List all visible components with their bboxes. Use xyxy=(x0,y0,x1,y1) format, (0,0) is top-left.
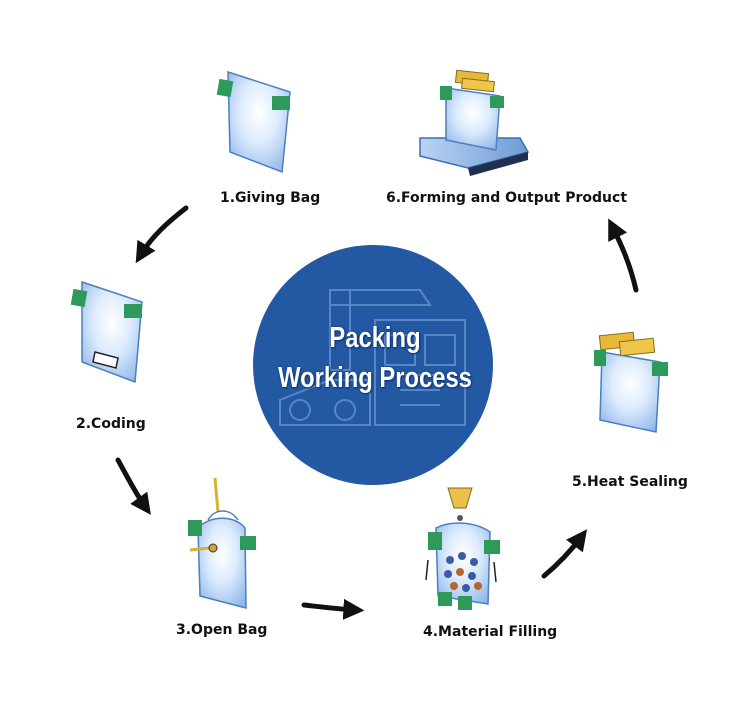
arrow-1-to-2 xyxy=(135,205,189,264)
center-circle xyxy=(253,245,493,485)
step-3-bag-icon xyxy=(188,477,256,609)
material-granules-icon xyxy=(444,552,482,592)
arrow-4-to-5 xyxy=(541,529,588,579)
arrow-2-to-3 xyxy=(115,457,151,515)
step-5-bag-icon xyxy=(594,331,668,433)
step-4-label: 4.Material Filling xyxy=(423,624,558,640)
arrow-3-to-4 xyxy=(301,598,365,620)
step-4-bag-icon xyxy=(425,487,500,610)
center-title-line1: Packing xyxy=(329,322,421,354)
step-2-label: 2.Coding xyxy=(76,416,146,432)
step-1-bag-icon xyxy=(216,70,291,174)
step-2-bag-icon xyxy=(70,280,143,384)
center-title-line2: Working Process xyxy=(278,362,472,394)
flow-arrows xyxy=(115,205,639,620)
step-6-label: 6.Forming and Output Product xyxy=(386,190,628,206)
arrow-5-to-6 xyxy=(608,218,639,293)
step-3-label: 3.Open Bag xyxy=(176,622,268,638)
step-1-label: 1.Giving Bag xyxy=(220,190,321,206)
machine-silhouette-icon xyxy=(279,289,466,426)
step-6-conveyor-icon xyxy=(419,69,530,176)
step-5-label: 5.Heat Sealing xyxy=(572,474,688,490)
